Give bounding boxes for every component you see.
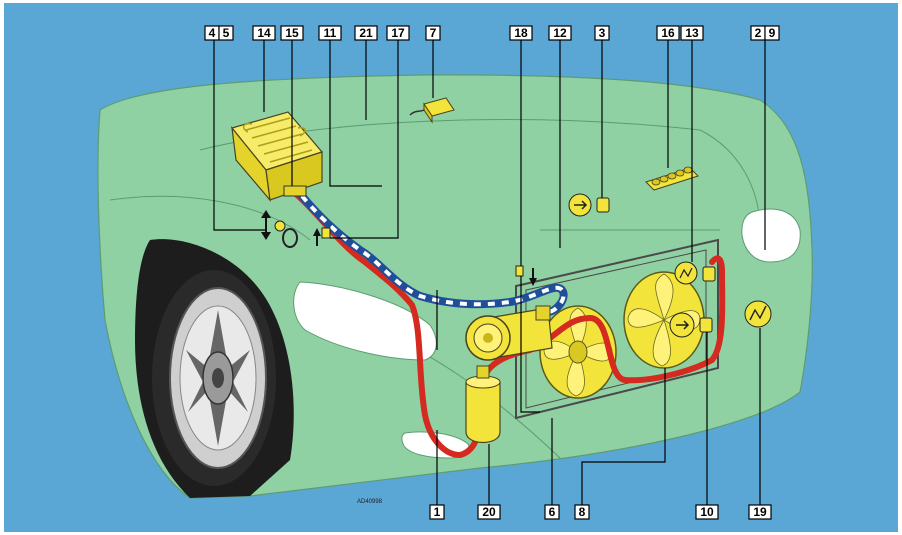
svg-text:13: 13 xyxy=(685,26,699,40)
low-pressure-line xyxy=(298,192,568,316)
callout-13: 13 xyxy=(680,25,704,41)
callout-1: 1 xyxy=(429,504,445,520)
svg-text:16: 16 xyxy=(661,26,675,40)
receiver-drier xyxy=(465,365,501,444)
svg-text:14: 14 xyxy=(257,26,271,40)
svg-text:15: 15 xyxy=(285,26,299,40)
svg-text:4: 4 xyxy=(209,26,216,40)
svg-text:21: 21 xyxy=(359,26,373,40)
svg-text:9: 9 xyxy=(769,26,776,40)
callout-7: 7 xyxy=(425,25,441,41)
callout-6: 6 xyxy=(544,504,560,520)
callout-8: 8 xyxy=(574,504,590,520)
callout-14: 14 xyxy=(252,25,276,41)
cooling-fan-right xyxy=(623,271,705,369)
svg-text:20: 20 xyxy=(482,505,496,519)
evaporator-unit xyxy=(230,111,324,202)
thermal-switch xyxy=(674,261,716,333)
svg-text:17: 17 xyxy=(391,26,405,40)
svg-text:10: 10 xyxy=(700,505,714,519)
svg-text:2: 2 xyxy=(755,26,762,40)
callout-16: 16 xyxy=(656,25,680,41)
low-pressure-sensor xyxy=(515,265,524,277)
relay-block xyxy=(645,166,699,191)
headlamp-left xyxy=(293,281,437,361)
callout-11: 11 xyxy=(318,25,342,41)
callout-19: 19 xyxy=(748,504,772,520)
compressor xyxy=(465,305,553,361)
svg-text:11: 11 xyxy=(324,26,337,40)
high-pressure-line xyxy=(293,191,726,458)
callout-17: 17 xyxy=(386,25,410,41)
leader-lines xyxy=(213,38,766,505)
callout-4: 4 xyxy=(204,25,220,41)
callout-2: 2 xyxy=(750,25,766,41)
callout-21: 21 xyxy=(354,25,378,41)
svg-text:1: 1 xyxy=(434,505,441,519)
svg-text:8: 8 xyxy=(579,505,586,519)
expansion-valve xyxy=(274,220,331,248)
svg-text:3: 3 xyxy=(599,26,606,40)
svg-text:18: 18 xyxy=(514,26,528,40)
callout-15: 15 xyxy=(280,25,304,41)
svg-text:12: 12 xyxy=(553,26,567,40)
front-wheel xyxy=(152,270,276,486)
svg-text:7: 7 xyxy=(430,26,437,40)
airflow-arrows xyxy=(261,210,537,286)
headlamp-right xyxy=(741,208,801,263)
callout-20: 20 xyxy=(477,504,501,520)
svg-text:6: 6 xyxy=(549,505,556,519)
callout-3: 3 xyxy=(594,25,610,41)
svg-text:19: 19 xyxy=(753,505,767,519)
callout-18: 18 xyxy=(509,25,533,41)
callout-5: 5 xyxy=(218,25,234,41)
callout-group: 4 5 14 15 11 21 17 7 18 12 3 16 13 2 9 1… xyxy=(204,25,780,520)
callout-10: 10 xyxy=(695,504,719,520)
control-relay xyxy=(409,97,455,124)
reference-code: AD40998 xyxy=(357,499,383,505)
ambient-temp-sensor xyxy=(744,300,772,328)
callout-12: 12 xyxy=(548,25,572,41)
pressure-switch xyxy=(568,193,610,217)
svg-text:5: 5 xyxy=(223,26,230,40)
callout-9: 9 xyxy=(764,25,780,41)
